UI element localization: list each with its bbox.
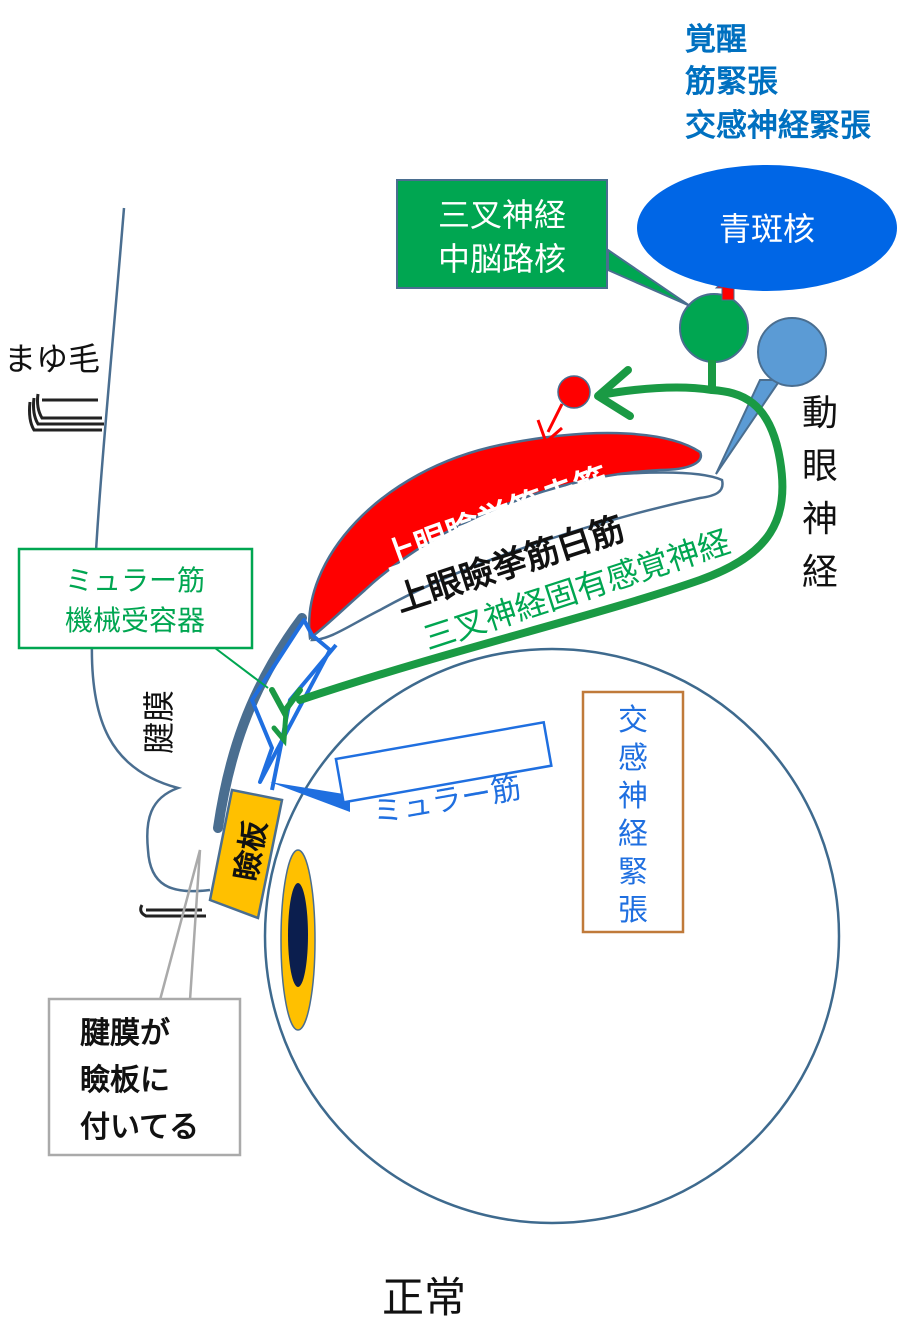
sym-char-4: 経	[618, 817, 648, 852]
mechanoreceptor-callout-box	[17, 547, 254, 650]
muller-callout-pointer	[270, 782, 350, 812]
note-line1: 腱膜が	[80, 1016, 170, 1051]
muller-callout-box	[334, 720, 553, 804]
status-arousal: 覚醒	[685, 22, 747, 58]
sym-char-2: 感	[618, 741, 648, 776]
mechanoreceptor-label-line1: ミュラー筋	[65, 564, 205, 597]
eyelash-hairs	[139, 904, 206, 918]
aponeurosis-band	[213, 613, 307, 833]
oculomotor-nerve-circle	[757, 317, 827, 387]
status-sympathetic-tension: 交感神経緊張	[685, 108, 871, 144]
pupil-shape	[288, 883, 308, 987]
eyebrow-label: まゆ毛	[4, 340, 100, 378]
locus-coeruleus-ellipse	[637, 165, 897, 291]
eyebrow-hairs	[28, 393, 104, 432]
levator-red-muscle-shape	[307, 431, 703, 641]
red-arrow-shaft	[546, 403, 564, 433]
status-muscle-tension: 筋緊張	[685, 64, 778, 100]
green-branch-lower	[271, 709, 289, 747]
green-arrowhead-upper	[594, 366, 634, 420]
sym-char-1: 交	[618, 703, 648, 738]
muller-muscle-outline	[250, 618, 332, 784]
note-line2: 瞼板に	[80, 1063, 170, 1098]
mechanoreceptor-callout-line	[214, 647, 269, 689]
trigeminal-to-red-path	[596, 383, 716, 399]
red-arrow-head	[536, 419, 563, 445]
locus-coeruleus-label: 青斑核	[719, 210, 815, 248]
sym-char-5: 緊	[618, 855, 648, 890]
sympathetic-tension-box	[581, 690, 685, 934]
oculomotor-label-1: 動	[802, 393, 838, 434]
green-arrowhead-lower	[269, 687, 303, 718]
aponeurosis-label: 腱膜	[140, 690, 178, 754]
tmn-callout-box	[396, 179, 608, 289]
face-profile-line	[90, 207, 211, 893]
oculomotor-label-2: 眼	[802, 446, 838, 487]
tmn-label-line1: 三叉神経	[438, 196, 566, 234]
trigeminal-proprioceptive-path	[296, 386, 787, 704]
mechanoreceptor-label-line2: 機械受容器	[65, 604, 205, 637]
eyeball-circle	[263, 647, 841, 1225]
note-callout-lines	[158, 849, 202, 1001]
tarsus-shape	[208, 788, 284, 920]
caption-normal: 正常	[382, 1273, 466, 1322]
oculomotor-label-4: 経	[802, 552, 838, 593]
sym-char-6: 張	[618, 893, 648, 928]
tmn-label-line2: 中脳路核	[438, 240, 566, 278]
sym-char-3: 神	[618, 779, 648, 814]
red-motor-neuron-dot	[557, 375, 591, 409]
note-line3: 付いてる	[80, 1110, 199, 1145]
note-callout-box	[47, 997, 242, 1157]
oculomotor-tail	[715, 379, 782, 475]
trigeminal-neuron-circle	[679, 293, 749, 363]
oculomotor-label-3: 神	[802, 499, 838, 540]
